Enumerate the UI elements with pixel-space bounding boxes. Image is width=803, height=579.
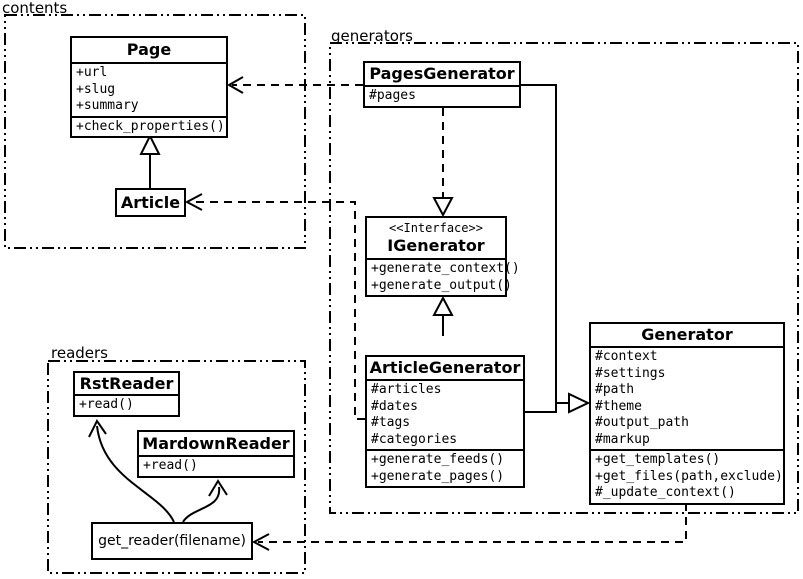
class-igenerator-header: <<Interface>> IGenerator [367,218,505,258]
class-article: Article [115,188,186,217]
association-getreader-mardownreader-line [182,486,221,523]
package-generators-border [329,42,799,514]
class-generator: Generator #context #settings #path #them… [589,322,785,505]
class-generator-attribute: #path [595,382,635,397]
class-generator-name: Generator [641,325,733,344]
class-pagesgenerator-name: PagesGenerator [369,64,515,83]
class-generator-attributes: #context #settings #path #theme #output_… [591,346,783,449]
class-generator-attribute: #theme [595,398,642,414]
class-generator-methods: +get_templates() +get_files(path,exclude… [591,449,783,503]
realization-pagesgenerator-igenerator-triangle [432,197,454,218]
class-articlegenerator-method: +generate_pages() [371,468,505,484]
class-page-attributes: +url +slug +summary [72,62,226,116]
class-mardownreader-name: MardownReader [142,433,290,453]
class-generator-method: +get_files(path,exclude) [595,468,783,484]
class-igenerator-method: +generate_context() [371,261,520,276]
association-getreader-mardownreader-arrowhead [208,479,228,497]
inheritance-generator-triangle [568,392,591,414]
dependency-articlegenerator-article-arrowhead [184,193,203,211]
inheritance-article-page-triangle [139,133,161,155]
class-articlegenerator-attribute: #tags [371,415,411,430]
class-page-name: Page [126,40,172,59]
class-page-attribute: +slug [76,81,116,97]
class-articlegenerator-attribute: #categories [371,431,458,447]
class-articlegenerator-attribute: #dates [371,398,418,414]
class-article-name: Article [120,192,181,212]
class-articlegenerator-name: ArticleGenerator [369,358,521,377]
package-contents-label: contents [2,0,68,17]
package-readers-label: readers [51,344,108,362]
class-mardownreader-methods: +read() [139,455,293,476]
class-rstreader: RstReader +read() [73,371,180,417]
dependency-articlegenerator-article-line [191,201,365,420]
class-generator-attribute: #output_path [595,415,689,430]
inheritance-articlegenerator-generator-line [525,404,557,413]
class-mardownreader-method: +read() [143,458,198,473]
class-igenerator-name: IGenerator [387,235,485,255]
class-page-attribute: +summary [76,98,139,113]
class-page: Page +url +slug +summary +check_properti… [70,36,228,138]
inheritance-pagesgenerator-generator-line [521,84,568,404]
class-generator-method: +get_templates() [595,452,721,467]
class-pagesgenerator-attributes: #pages [365,85,519,106]
class-igenerator-method: +generate_output() [371,277,512,293]
class-articlegenerator-method: +generate_feeds() [371,452,505,467]
class-rstreader-methods: +read() [75,394,178,415]
package-readers-border [47,360,306,574]
class-generator-attribute: #markup [595,431,650,447]
association-getreader-rstreader-arrowhead [88,419,107,438]
class-mardownreader: MardownReader +read() [137,430,295,478]
dependency-pagesgenerator-page-arrowhead [226,76,244,94]
association-getreader-rstreader-line [96,425,175,523]
class-articlegenerator-attribute: #articles [371,382,442,397]
class-page-method: +check_properties() [76,118,225,134]
class-igenerator-stereotype: <<Interface>> [389,220,483,235]
class-generator-method: #_update_context() [595,485,736,500]
package-contents-border [4,14,306,249]
function-box-get-reader: get_reader(filename) [91,522,253,560]
class-page-attribute: +url [76,65,108,80]
class-generator-attribute: #settings [595,365,666,381]
class-articlegenerator: ArticleGenerator #articles #dates #tags … [365,355,525,488]
dependency-generator-getreader-arrowhead [251,533,270,551]
class-pagesgenerator-attribute: #pages [369,88,416,103]
class-page-methods: +check_properties() [72,115,226,137]
class-pagesgenerator: PagesGenerator #pages [363,61,521,108]
dependency-generator-getreader-line [258,503,687,543]
class-articlegenerator-attributes: #articles #dates #tags #categories [367,379,523,449]
class-articlegenerator-methods: +generate_feeds() +generate_pages() [367,449,523,486]
class-igenerator: <<Interface>> IGenerator +generate_conte… [365,216,520,297]
realization-articlegenerator-igenerator-triangle [432,295,454,316]
class-rstreader-method: +read() [79,397,134,412]
package-generators-label: generators [331,27,413,45]
class-igenerator-methods: +generate_context() +generate_output() [367,258,520,295]
class-rstreader-name: RstReader [79,373,174,393]
class-generator-attribute: #context [595,349,658,364]
